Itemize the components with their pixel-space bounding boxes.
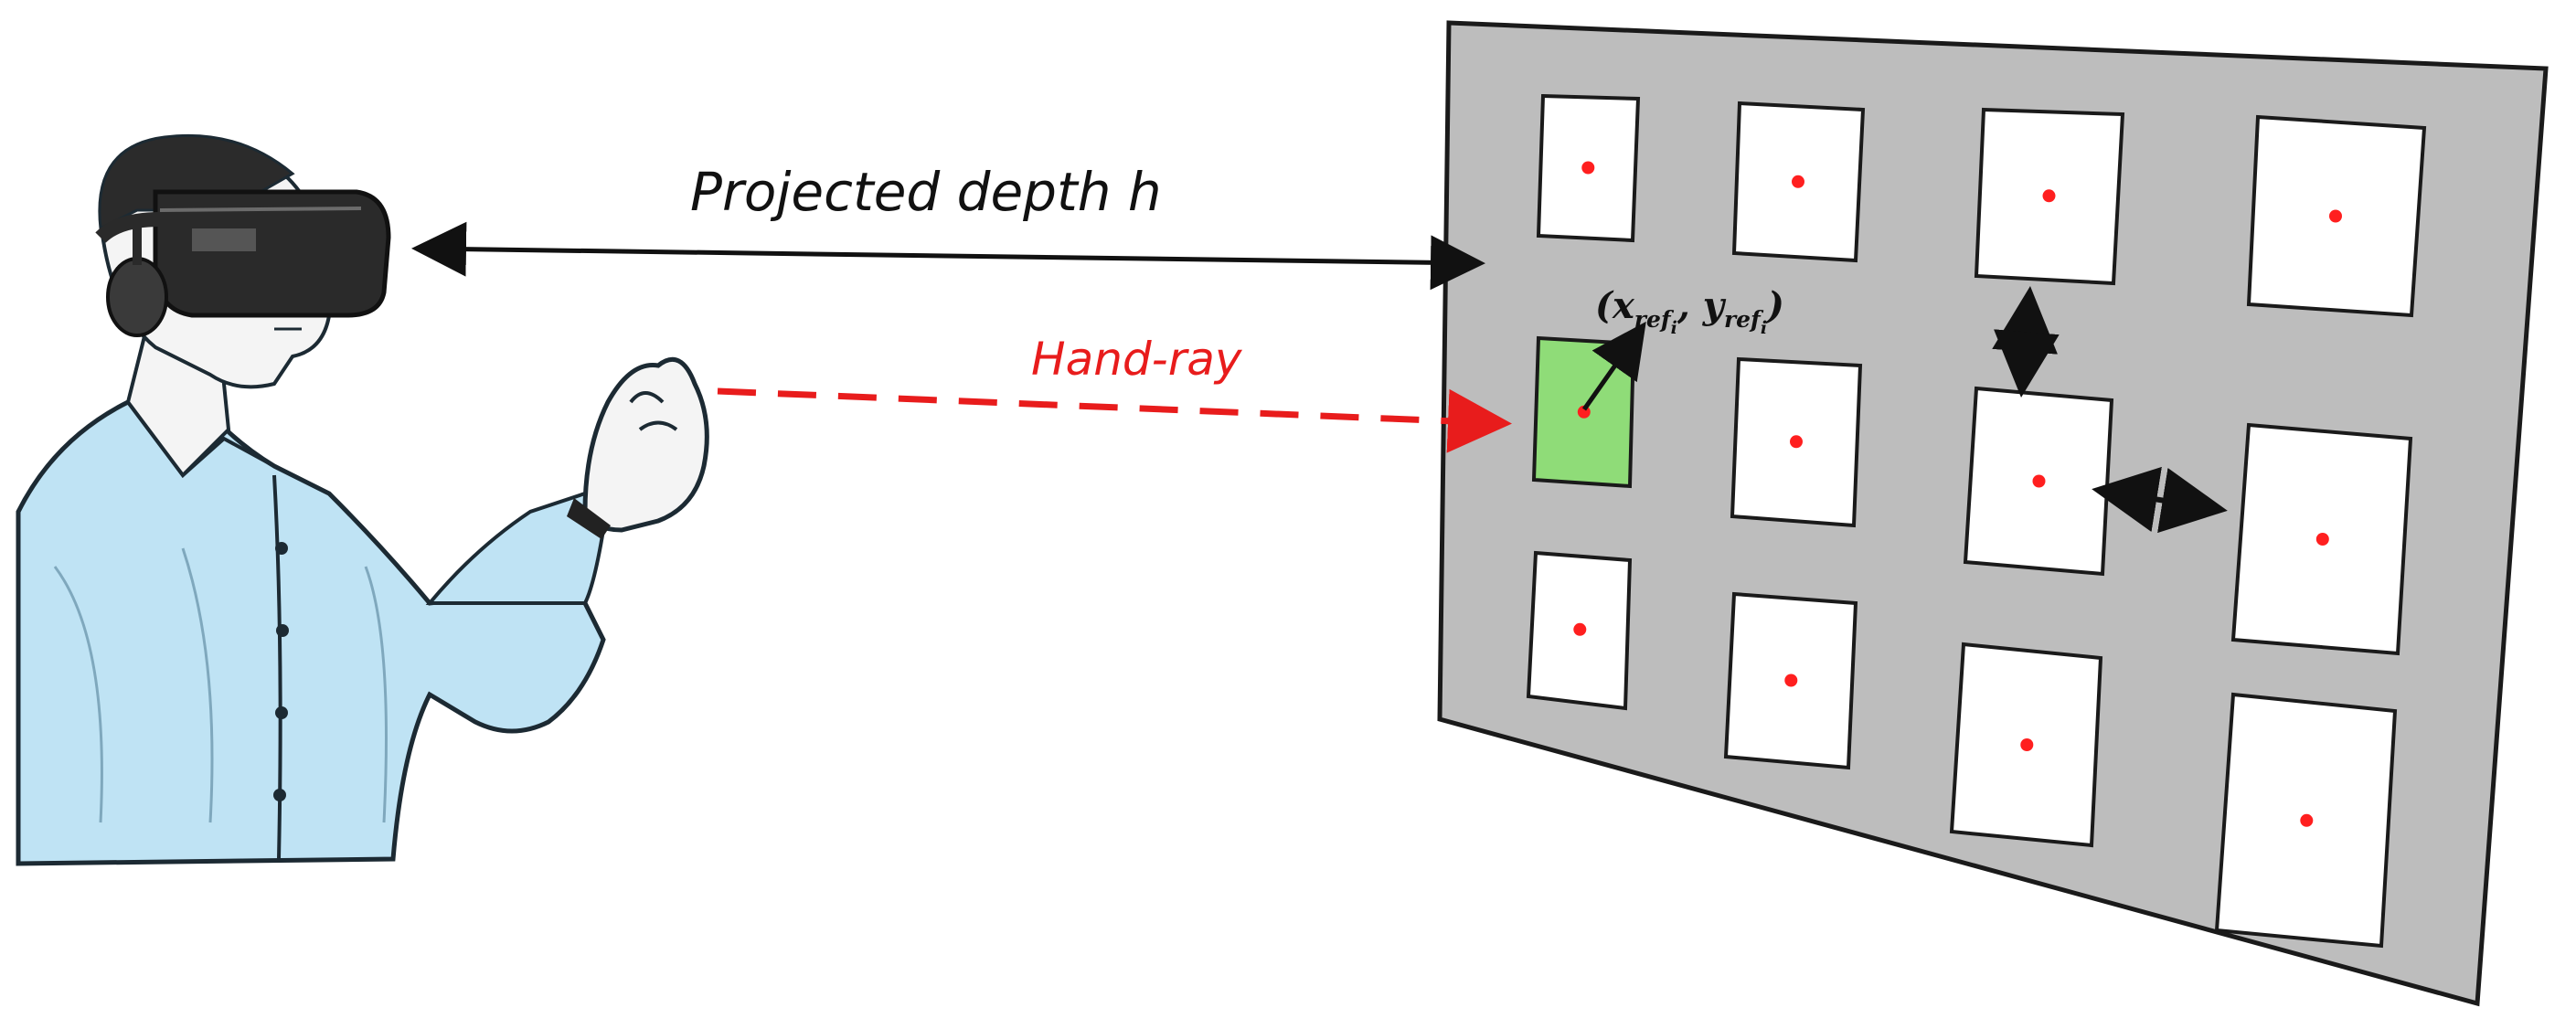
ref-y-sub: ref <box>1724 306 1764 333</box>
reference-arrow <box>1581 321 1646 411</box>
depth-indicator: Projected depth h <box>411 161 1485 291</box>
hand-ray-line <box>717 387 1512 453</box>
depth-arrow <box>411 221 1485 291</box>
reference-point-annotation: (xrefi, yrefi) <box>1581 284 1784 411</box>
ref-y: y <box>1702 284 1727 327</box>
reference-label: (xrefi, yrefi) <box>1595 284 1784 338</box>
target-center-dot <box>2300 813 2314 827</box>
hand-ray-label: Hand-ray <box>1031 333 1243 386</box>
hand <box>567 356 709 539</box>
ref-x-sub: ref <box>1634 306 1675 333</box>
target-center-dot <box>2315 533 2329 546</box>
target-center-dot <box>2329 209 2342 223</box>
ref-close: ) <box>1765 284 1784 327</box>
hand-ray-indicator: Hand-ray <box>717 333 1512 453</box>
horizontal-spacing-arrow <box>2092 466 2228 534</box>
spacing-indicators <box>1992 286 2228 534</box>
target-center-dot <box>2042 189 2056 203</box>
ref-comma: , <box>1677 284 1703 327</box>
vertical-spacing-arrow <box>1992 286 2060 398</box>
projection-panel <box>1437 20 2549 1007</box>
ref-x: x <box>1612 284 1635 327</box>
target-center-dot <box>1581 161 1595 175</box>
ref-x-subsub: i <box>1671 318 1677 338</box>
target-center-dot <box>1792 175 1804 188</box>
target-center-dot <box>1573 622 1587 636</box>
target-center-dot <box>2020 738 2034 751</box>
target-center-dot <box>1784 674 1798 687</box>
target-center-dot <box>2032 474 2046 488</box>
shirt <box>16 390 606 866</box>
person-illustration <box>16 133 709 866</box>
vr-headset <box>95 189 391 337</box>
target-grid <box>1526 93 2427 949</box>
ref-open: ( <box>1595 284 1614 327</box>
ref-y-subsub: i <box>1761 318 1767 338</box>
depth-label: Projected depth h <box>690 161 1162 223</box>
target-center-dot <box>1790 435 1803 449</box>
